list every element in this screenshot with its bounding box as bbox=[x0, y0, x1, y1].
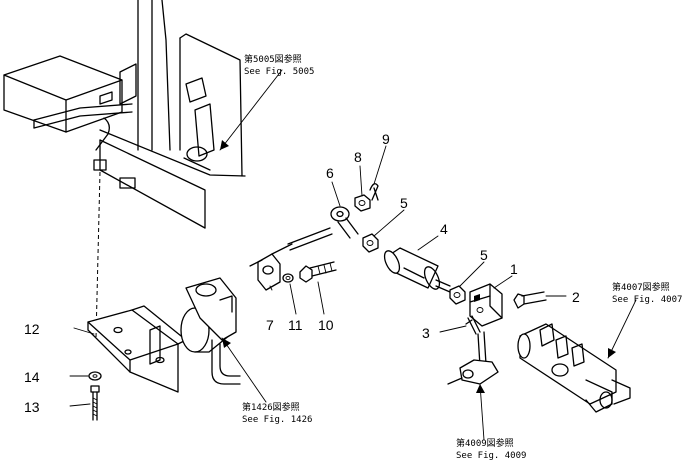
lever bbox=[447, 331, 499, 385]
bracket bbox=[87, 305, 187, 393]
washer-11 bbox=[282, 273, 294, 283]
bolt-2 bbox=[513, 291, 547, 309]
ref-1426-jp: 第1426図参照 bbox=[242, 401, 300, 413]
ref-1426-en: See Fig. 1426 bbox=[242, 415, 312, 425]
part-number-5a: 5 bbox=[400, 195, 408, 211]
rod-end bbox=[330, 206, 359, 239]
ref-5005-en: See Fig. 5005 bbox=[244, 67, 314, 77]
link-bracket bbox=[249, 243, 293, 291]
nut-5-lower bbox=[449, 285, 466, 305]
nut-8 bbox=[354, 194, 371, 212]
part-number-1: 1 bbox=[510, 261, 518, 277]
washer bbox=[88, 371, 102, 381]
valve-assembly bbox=[517, 323, 631, 413]
part-number-2: 2 bbox=[572, 289, 580, 305]
ref-4009-en: See Fig. 4009 bbox=[456, 451, 526, 461]
figure-references: 第5005図参照 See Fig. 5005 第4007図参照 See Fig.… bbox=[242, 53, 682, 461]
solenoid-valve bbox=[180, 277, 241, 385]
leaders bbox=[69, 69, 637, 441]
part-numbers: 1 2 3 4 5 5 6 7 8 9 10 11 12 14 13 bbox=[24, 131, 580, 415]
part-number-11: 11 bbox=[288, 317, 303, 333]
part-number-8: 8 bbox=[354, 149, 362, 165]
cotter-pin-9 bbox=[369, 183, 379, 201]
part-number-4: 4 bbox=[440, 221, 448, 237]
assembly-line-frame-bracket bbox=[95, 171, 101, 339]
ref-4007-jp: 第4007図参照 bbox=[612, 281, 670, 293]
part-number-7: 7 bbox=[266, 317, 274, 333]
part-number-3: 3 bbox=[422, 325, 430, 341]
part-number-12: 12 bbox=[24, 321, 40, 337]
link-rod bbox=[287, 227, 333, 251]
ref-4007-en: See Fig. 4007 bbox=[612, 295, 682, 305]
part-number-5b: 5 bbox=[480, 247, 488, 263]
ref-4009-jp: 第4009図参照 bbox=[456, 437, 514, 449]
part-number-14: 14 bbox=[24, 369, 40, 385]
frame-assembly bbox=[3, 0, 246, 229]
ref-5005-jp: 第5005図参照 bbox=[244, 53, 302, 65]
pin-3 bbox=[465, 315, 481, 335]
part-number-13: 13 bbox=[24, 399, 40, 415]
nut-5-upper bbox=[362, 233, 379, 253]
part-number-6: 6 bbox=[326, 165, 334, 181]
cylinder bbox=[383, 247, 451, 293]
bolt-13 bbox=[90, 385, 100, 421]
part-number-9: 9 bbox=[382, 131, 390, 147]
bolt-10 bbox=[299, 261, 337, 283]
part-number-10: 10 bbox=[318, 317, 334, 333]
clevis bbox=[469, 283, 503, 327]
